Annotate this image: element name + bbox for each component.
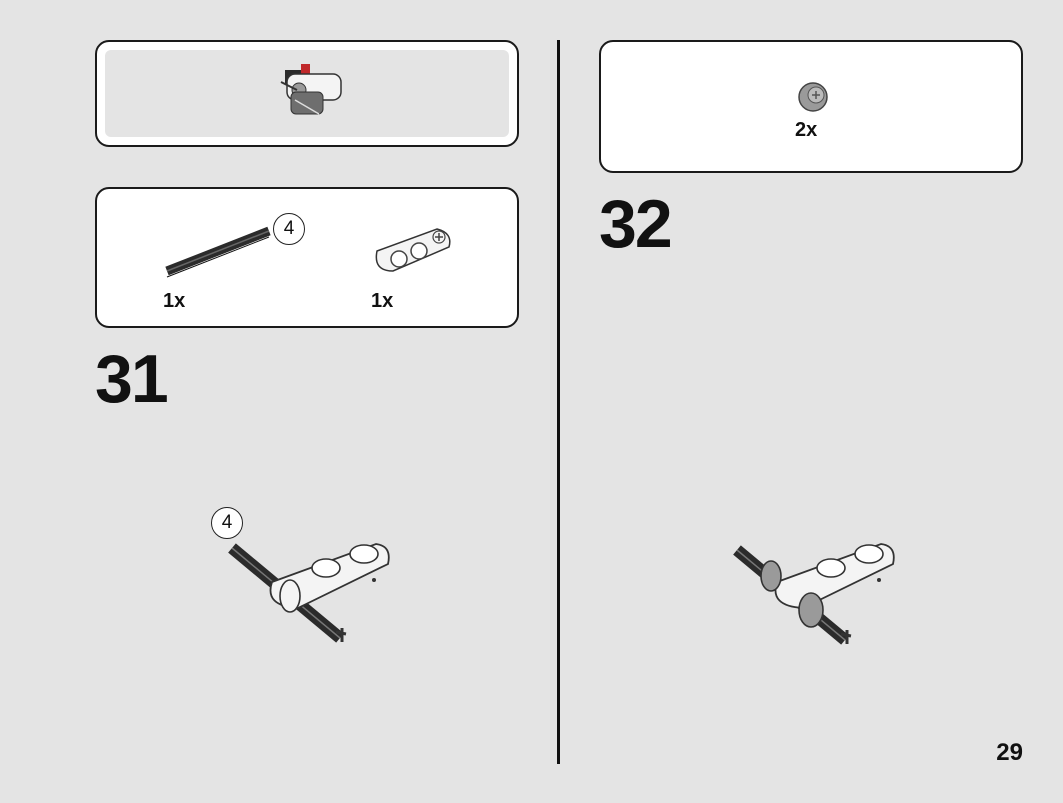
page-divider	[557, 40, 560, 764]
page-number: 29	[996, 739, 1023, 766]
subassembly-preview-icon	[280, 64, 342, 115]
step-number-31: 31	[95, 341, 169, 417]
subassembly-preview-box	[95, 40, 519, 147]
axle-4-part-icon	[165, 226, 451, 278]
axle-length-callout-assembly: 4	[211, 507, 243, 539]
step-number-32: 32	[599, 186, 673, 262]
step-32-assembly-illustration	[733, 543, 895, 645]
parts-list-box-step-32: 2x	[599, 40, 1023, 173]
axle-4-quantity: 1x	[163, 290, 186, 312]
step-31-assembly-illustration	[228, 543, 390, 643]
beam-connector-quantity: 1x	[371, 290, 394, 312]
axle-length-label: 4	[283, 218, 295, 239]
parts-list-box-step-31: 4 1x 1x	[95, 187, 519, 328]
bush-quantity: 2x	[795, 119, 818, 141]
beam-connector-part-icon	[375, 228, 451, 272]
bush-part-icon	[798, 82, 828, 112]
axle-length-callout: 4	[273, 213, 305, 245]
axle-length-label-assembly: 4	[221, 512, 233, 533]
